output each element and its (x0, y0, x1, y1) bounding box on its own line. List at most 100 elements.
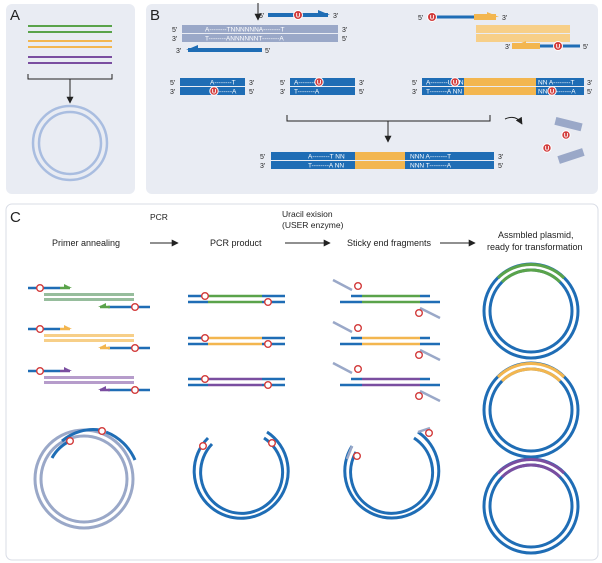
panel-c: C PCR Uracil exision (USER enzyme) Prime… (5, 203, 599, 561)
uracil-marker (561, 130, 571, 140)
end-label-3: 3' (170, 89, 175, 96)
sequence: NN A--------T (538, 80, 574, 87)
assembled-product: A--------T NN T--------A NN NNN A-------… (260, 152, 503, 170)
vector-sticky-inner (349, 436, 435, 515)
uracil-marker (209, 86, 219, 96)
uracil-marker (415, 351, 424, 360)
end-label-5: 5' (587, 89, 592, 96)
primer-arrowhead (64, 325, 72, 329)
uracil-marker (415, 392, 424, 401)
sequence: A--------T (210, 80, 236, 87)
template-strand (476, 34, 570, 42)
end-label-5: 5' (259, 13, 264, 20)
uracil-letter: U (212, 89, 216, 95)
plasmid-insert (500, 463, 562, 479)
stage-label-pcr-product: PCR product (210, 238, 262, 248)
primer-arrowhead (98, 303, 106, 307)
excised-piece (419, 306, 441, 320)
uracil-marker (264, 340, 273, 349)
excised-fragment (557, 148, 585, 164)
sequence: A--------T NN (308, 154, 345, 161)
end-label-5: 5' (249, 89, 254, 96)
uracil-marker (314, 77, 324, 87)
strand (405, 152, 494, 160)
primer-orange-tail (512, 43, 540, 49)
uracil-marker (264, 381, 273, 390)
excised-piece (417, 426, 431, 434)
uracil-marker (354, 282, 363, 291)
primer-orange-tail (474, 14, 496, 20)
primer-arrowhead (186, 45, 198, 50)
template-strand (44, 293, 134, 296)
vector-sticky-outer (343, 430, 441, 520)
end-label-3: 3' (176, 48, 181, 55)
end-label-3: 3' (498, 154, 503, 161)
end-label-3: 3' (342, 27, 347, 34)
template-strand (44, 298, 134, 301)
vector-primer (61, 428, 101, 443)
end-label-5: 5' (583, 44, 588, 51)
panel-c-background (5, 203, 599, 561)
strand (271, 161, 355, 169)
uracil-marker (264, 298, 273, 307)
strand (405, 161, 494, 169)
excised-piece (345, 445, 354, 460)
plasmid-inner-ring (37, 110, 103, 176)
orange-template: U 5' 3' U 3' 5' (418, 12, 588, 51)
vector-product-outer (192, 430, 290, 520)
pcr-product-right-end: A--------U T--------A U 5' 3' 3' 5' (280, 77, 364, 96)
uracil-marker (198, 442, 207, 451)
primer-arrowhead (98, 344, 106, 348)
strand (536, 78, 584, 86)
end-label-5: 5' (265, 48, 270, 55)
end-label-3: 3' (505, 44, 510, 51)
assembled-plasmid-green (482, 262, 580, 360)
stage-label-primer-annealing: Primer annealing (52, 238, 120, 248)
strand (422, 87, 464, 95)
vector-template-inner (39, 434, 129, 524)
template-duplex: A--------TNNNNNNA--------T T--------ANNN… (172, 3, 347, 55)
uracil-marker (200, 375, 209, 384)
end-label-3: 3' (502, 15, 507, 22)
uracil-marker (354, 365, 363, 374)
uracil-letter: U (317, 80, 321, 86)
sequence: NN U--------A (538, 89, 576, 96)
uracil-step-sublabel: (USER enzyme) (282, 220, 344, 230)
uracil-letter: U (430, 16, 434, 22)
template-strand (44, 334, 134, 337)
sequence: NNN A--------T (410, 154, 451, 161)
end-label-3: 3' (280, 89, 285, 96)
excised-fragment (554, 116, 583, 132)
sequence: T--------A NN (426, 89, 462, 96)
uracil-marker (130, 386, 139, 395)
panel-a: A (6, 4, 135, 194)
strand (290, 87, 355, 95)
uracil-marker (97, 427, 106, 436)
uracil-letter: U (556, 45, 560, 51)
primer-arrowhead (318, 10, 330, 15)
stage-label-sticky-ends: Sticky end fragments (347, 238, 432, 248)
uracil-letter: U (564, 133, 568, 139)
strand (271, 152, 355, 160)
sequence: A--------U (294, 80, 321, 87)
end-label-5: 5' (498, 163, 503, 170)
uracil-marker (415, 309, 424, 318)
uracil-marker (36, 367, 45, 376)
uracil-step-label: Uracil exision (282, 209, 333, 219)
assembled-plasmid-orange (482, 361, 580, 459)
uracil-letter: U (296, 14, 300, 20)
primer-annealing-column (28, 284, 150, 530)
end-label-3: 3' (359, 80, 364, 87)
end-label-3: 3' (333, 13, 338, 20)
uracil-marker (130, 303, 139, 312)
excised-piece (419, 348, 441, 362)
end-label-3: 3' (249, 80, 254, 87)
sequence: NNN T--------A (410, 163, 452, 170)
uracil-letter: U (550, 89, 554, 95)
panel-a-label: A (10, 7, 20, 24)
end-label-3: 3' (172, 36, 177, 43)
uracil-marker (542, 143, 552, 153)
insert-strand (464, 78, 536, 86)
sequence: T--------A (294, 89, 320, 96)
